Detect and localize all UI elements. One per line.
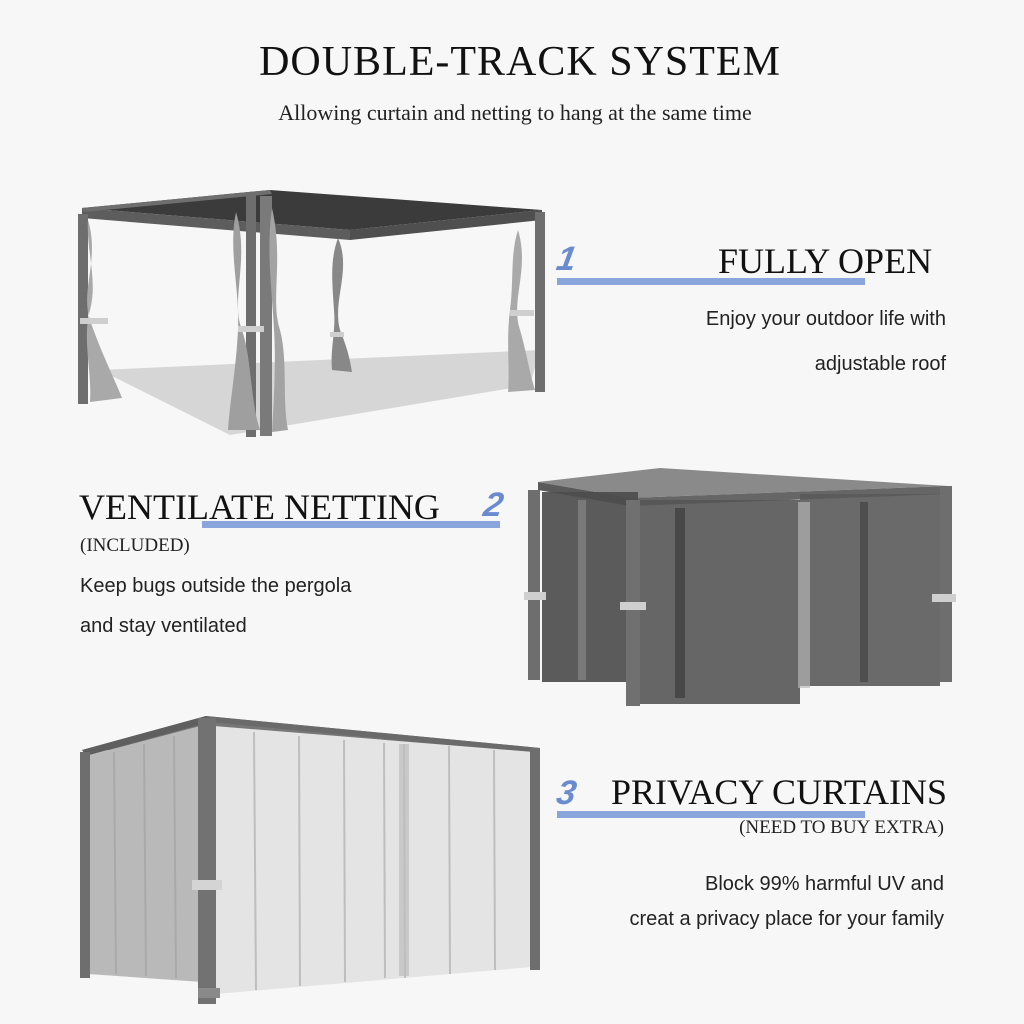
section-3-number: 3 bbox=[553, 774, 580, 812]
section-3-accent-bar bbox=[557, 811, 865, 818]
front-curtain bbox=[214, 726, 534, 994]
curtain-pergola-image bbox=[80, 716, 540, 1004]
section-2-note: (INCLUDED) bbox=[80, 535, 190, 556]
post bbox=[198, 718, 216, 1004]
ground-shadow bbox=[100, 350, 540, 435]
tied-curtain bbox=[86, 220, 122, 402]
post bbox=[940, 486, 952, 682]
page-subtitle: Allowing curtain and netting to hang at … bbox=[278, 100, 752, 125]
netting-pergola-image bbox=[524, 468, 956, 706]
tied-curtain bbox=[269, 208, 288, 432]
section-1-description-line-1: Enjoy your outdoor life with bbox=[705, 308, 946, 330]
tied-curtain bbox=[228, 212, 260, 430]
open-pergola-image bbox=[78, 190, 545, 437]
post bbox=[535, 212, 545, 392]
section-2-description-line-2: and stay ventilated bbox=[80, 615, 247, 637]
section-3-note: (NEED TO BUY EXTRA) bbox=[739, 817, 944, 838]
tied-curtain bbox=[508, 230, 535, 392]
section-2-number: 2 bbox=[480, 486, 507, 524]
section-3-description-line-2: creat a privacy place for your family bbox=[629, 908, 944, 930]
post bbox=[260, 196, 272, 436]
section-3-description-line-1: Block 99% harmful UV and bbox=[704, 873, 944, 895]
section-2-heading: VENTILATE NETTING bbox=[79, 487, 440, 527]
page-title: DOUBLE-TRACK SYSTEM bbox=[259, 39, 781, 85]
section-3-heading: PRIVACY CURTAINS bbox=[611, 772, 948, 812]
net-panel bbox=[542, 492, 638, 682]
post bbox=[80, 752, 90, 978]
post bbox=[78, 214, 88, 404]
section-2-description-line-1: Keep bugs outside the pergola bbox=[80, 575, 352, 597]
post bbox=[530, 748, 540, 970]
section-1-heading: FULLY OPEN bbox=[718, 241, 933, 281]
net-panel bbox=[800, 494, 940, 686]
section-1-accent-bar bbox=[557, 278, 865, 285]
section-1-description-line-2: adjustable roof bbox=[814, 353, 946, 375]
section-2-accent-bar bbox=[202, 521, 500, 528]
post bbox=[528, 490, 540, 680]
tied-curtain bbox=[331, 238, 352, 372]
post bbox=[246, 192, 256, 437]
net-panel bbox=[640, 500, 800, 704]
